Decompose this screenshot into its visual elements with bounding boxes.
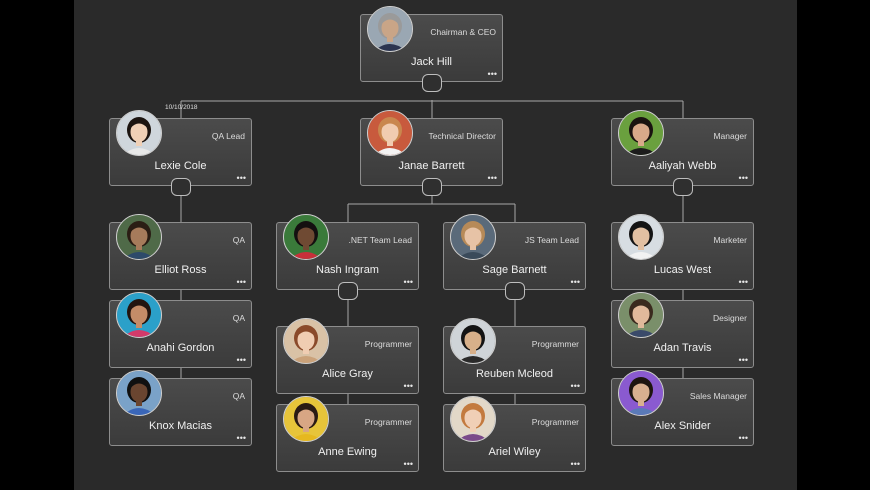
person-name: Ariel Wiley [488,446,541,458]
person-name: Jack Hill [411,56,452,68]
more-options-icon[interactable]: ••• [570,459,580,469]
role-label: Technical Director [428,131,496,141]
person-name: Sage Barnett [482,264,547,276]
date-label: 10/10/2018 [165,104,198,111]
person-name: Aaliyah Webb [648,160,717,172]
role-label: Chairman & CEO [430,27,496,37]
role-label: QA [232,313,245,323]
person-name: Adan Travis [653,342,712,354]
collapse-toggle-sage-barnett[interactable] [505,282,525,300]
avatar-photo [116,214,162,260]
more-options-icon[interactable]: ••• [236,433,246,443]
avatar-photo [450,396,496,442]
collapse-toggle-jack-hill[interactable] [422,74,442,92]
role-label: Programmer [531,417,579,427]
more-options-icon[interactable]: ••• [738,173,748,183]
more-options-icon[interactable]: ••• [738,355,748,365]
role-label: Marketer [713,235,747,245]
person-name: Alex Snider [654,420,711,432]
more-options-icon[interactable]: ••• [403,381,413,391]
role-label: Designer [712,313,747,323]
more-options-icon[interactable]: ••• [738,433,748,443]
person-name: Alice Gray [322,368,373,380]
person-name: Elliot Ross [154,264,207,276]
person-name: Anahi Gordon [146,342,215,354]
person-name: Nash Ingram [316,264,379,276]
node-knox-macias[interactable]: QA Knox Macias ••• [109,370,252,446]
link-jack-children [180,100,684,118]
role-label: QA Lead [211,131,245,141]
person-name: Reuben Mcleod [475,368,554,380]
role-label: QA [232,235,245,245]
role-label: Programmer [531,339,579,349]
avatar-photo [367,110,413,156]
avatar-photo [450,318,496,364]
person-name: Lexie Cole [154,160,207,172]
collapse-toggle-nash-ingram[interactable] [338,282,358,300]
more-options-icon[interactable]: ••• [487,69,497,79]
avatar-photo [283,318,329,364]
person-name: Anne Ewing [318,446,377,458]
collapse-toggle-janae-barrett[interactable] [422,178,442,196]
person-name: Lucas West [653,264,712,276]
avatar-photo [367,6,413,52]
role-label: Programmer [364,417,412,427]
more-options-icon[interactable]: ••• [487,173,497,183]
more-options-icon[interactable]: ••• [236,277,246,287]
role-label: Programmer [364,339,412,349]
link-janae-children [347,196,516,222]
connector-lines [180,100,684,404]
avatar-photo [283,214,329,260]
more-options-icon[interactable]: ••• [570,381,580,391]
org-chart-canvas[interactable]: 10/10/2018 Chairman & CEO Jack Hill ••• QA… [74,0,797,490]
avatar-photo [116,110,162,156]
node-elliot-ross[interactable]: QA Elliot Ross ••• [109,214,252,290]
role-label: .NET Team Lead [348,235,412,245]
role-label: Manager [713,131,747,141]
role-label: QA [232,391,245,401]
avatar-photo [618,292,664,338]
avatar-photo [618,214,664,260]
more-options-icon[interactable]: ••• [236,355,246,365]
more-options-icon[interactable]: ••• [738,277,748,287]
role-label: JS Team Lead [524,235,579,245]
avatar-photo [450,214,496,260]
avatar-photo [116,370,162,416]
avatar-photo [283,396,329,442]
avatar-photo [618,370,664,416]
node-anahi-gordon[interactable]: QA Anahi Gordon ••• [109,292,252,368]
avatar-photo [618,110,664,156]
role-label: Sales Manager [689,391,747,401]
avatar-photo [116,292,162,338]
more-options-icon[interactable]: ••• [236,173,246,183]
more-options-icon[interactable]: ••• [403,277,413,287]
more-options-icon[interactable]: ••• [403,459,413,469]
person-name: Janae Barrett [398,160,465,172]
more-options-icon[interactable]: ••• [570,277,580,287]
collapse-toggle-lexie-cole[interactable] [171,178,191,196]
node-jack-hill[interactable]: Chairman & CEO Jack Hill ••• [360,6,503,82]
person-name: Knox Macias [149,420,212,432]
collapse-toggle-aaliyah-webb[interactable] [673,178,693,196]
